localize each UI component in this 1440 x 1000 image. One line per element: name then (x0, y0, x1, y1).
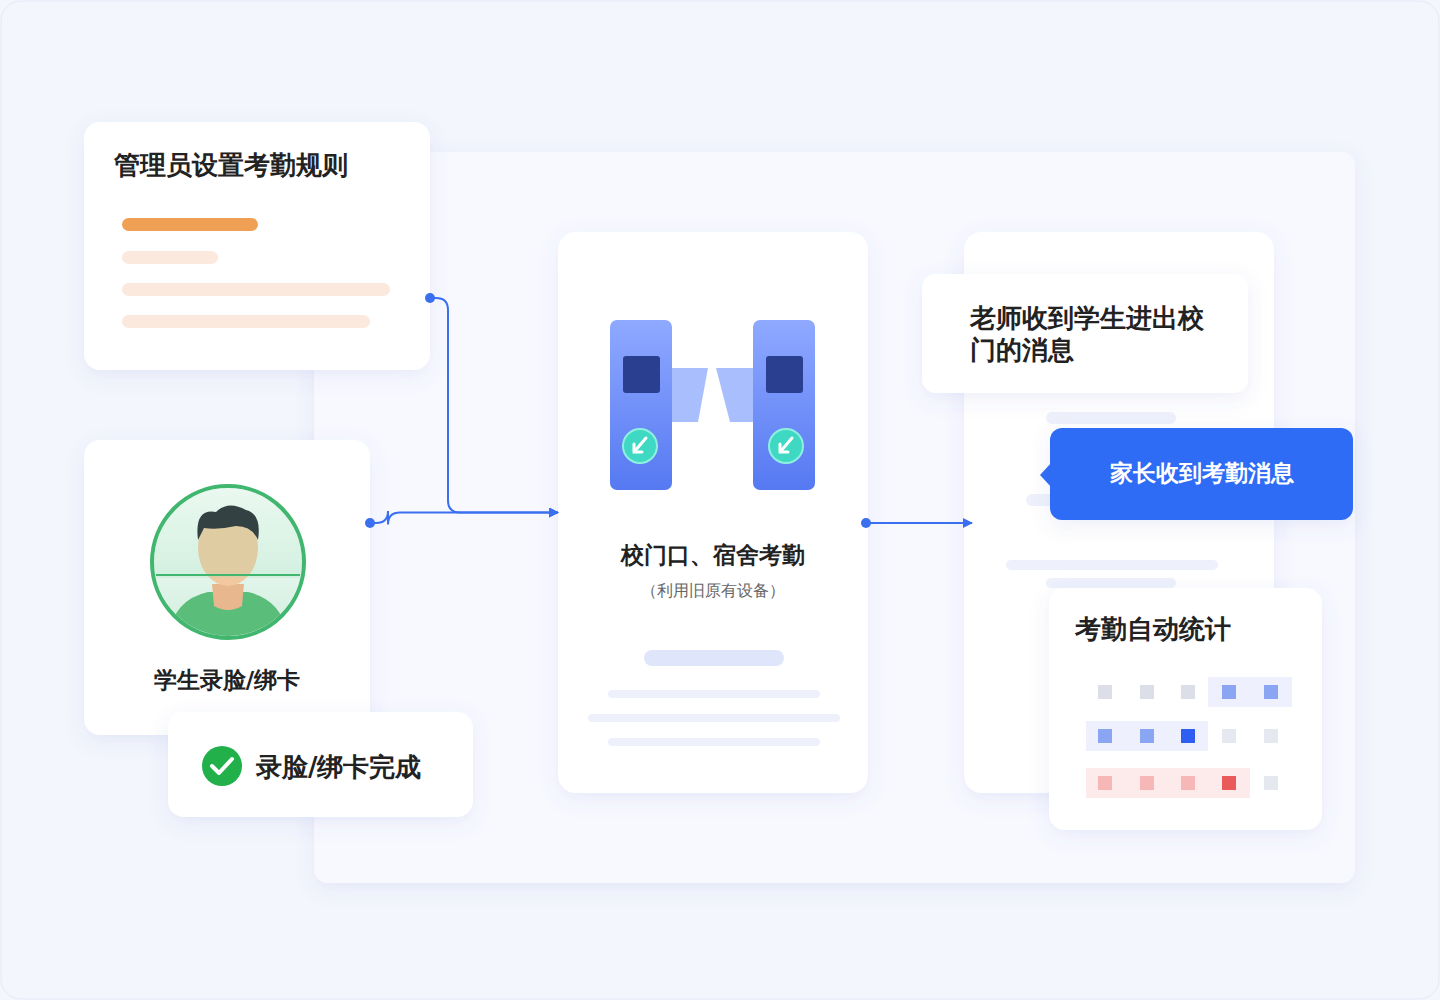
stats-card (1049, 588, 1322, 830)
flow-connector (430, 298, 558, 513)
rule-card: 管理员设置考勤规则 (84, 122, 430, 370)
node-title: 录脸/绑卡完成 (256, 750, 422, 784)
node-title: 管理员设置考勤规则 (114, 148, 348, 182)
connector-dot (425, 293, 435, 303)
enroll-card: 学生录脸/绑卡 (84, 440, 370, 735)
gate-card: 校门口、宿舍考勤 （利用旧原有设备） (558, 232, 868, 793)
node-title: 老师收到学生进出校门的消息 (970, 302, 1222, 366)
node-title: 家长收到考勤消息 (1050, 456, 1353, 490)
enroll-card (84, 440, 370, 735)
gate-card (558, 232, 868, 793)
rule-card (84, 122, 430, 370)
face-avatar (150, 486, 306, 640)
check-icon (202, 746, 242, 786)
node-title: 学生录脸/绑卡 (84, 663, 370, 697)
teacher-bubble: 老师收到学生进出校门的消息 (922, 274, 1248, 393)
stats-grid (1086, 677, 1292, 798)
done-card (168, 712, 473, 817)
turnstile-illustration (610, 320, 815, 490)
connector-dot (365, 518, 375, 528)
flow-connector (370, 511, 558, 525)
stats-card: 考勤自动统计 (1049, 588, 1322, 830)
teacher-bubble (922, 274, 1248, 393)
parent-bubble: 家长收到考勤消息 (1050, 428, 1353, 520)
node-title: 考勤自动统计 (1075, 612, 1231, 646)
node-title: 校门口、宿舍考勤 (558, 538, 868, 572)
parent-bubble (1050, 428, 1353, 520)
node-subtitle: （利用旧原有设备） (558, 579, 868, 602)
done-card: 录脸/绑卡完成 (168, 712, 473, 817)
flow-arrow (866, 522, 972, 524)
